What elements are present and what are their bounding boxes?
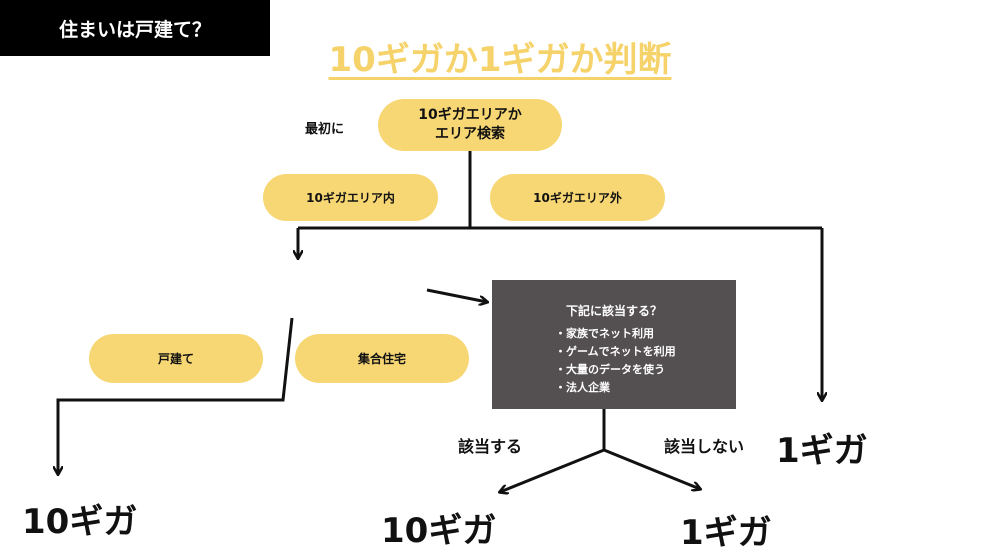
detached-node: 戸建て	[89, 334, 263, 383]
area-out-node: 10ギガエリア外	[490, 174, 665, 221]
usage-item: ・家族でネット利用	[555, 327, 654, 340]
usage-question-list: ・家族でネット利用 ・ゲームでネットを利用 ・大量のデータを使う ・法人企業	[555, 325, 676, 397]
result-area-out: 1ギガ	[776, 431, 868, 471]
result-detached: 10ギガ	[22, 502, 138, 542]
apartment-node: 集合住宅	[295, 334, 469, 383]
usage-item: ・大量のデータを使う	[555, 363, 665, 376]
arrow-to-usage-question	[426, 288, 487, 302]
first-label: 最初に	[305, 122, 345, 137]
usage-question-title: 下記に該当する？	[565, 304, 662, 318]
arrow-to-usage-no-result	[603, 448, 700, 489]
result-usage-no: 1ギガ	[680, 513, 772, 553]
usage-item: ・ゲームでネットを利用	[555, 345, 676, 358]
arrow-to-detached-result	[58, 317, 294, 474]
house-question-box: 住まいは戸建て？	[0, 0, 270, 56]
arrow-to-usage-yes-result	[500, 448, 605, 492]
yes-label: 該当する	[458, 437, 523, 456]
start-node-line2: エリア検索	[435, 126, 505, 142]
start-node-line1: 10ギガエリアか	[418, 107, 522, 123]
page-title: 10ギガか1ギガか判断	[0, 32, 1000, 81]
no-label: 該当しない	[664, 437, 745, 456]
usage-question-box: 下記に該当する？ ・家族でネット利用 ・ゲームでネットを利用 ・大量のデータを使…	[492, 280, 736, 409]
start-node: 10ギガエリアか エリア検索	[378, 99, 562, 151]
area-in-node: 10ギガエリア内	[263, 174, 438, 221]
page-title-text: 10ギガか1ギガか判断	[328, 40, 672, 80]
result-usage-yes: 10ギガ	[381, 511, 497, 551]
usage-item: ・法人企業	[555, 381, 610, 394]
